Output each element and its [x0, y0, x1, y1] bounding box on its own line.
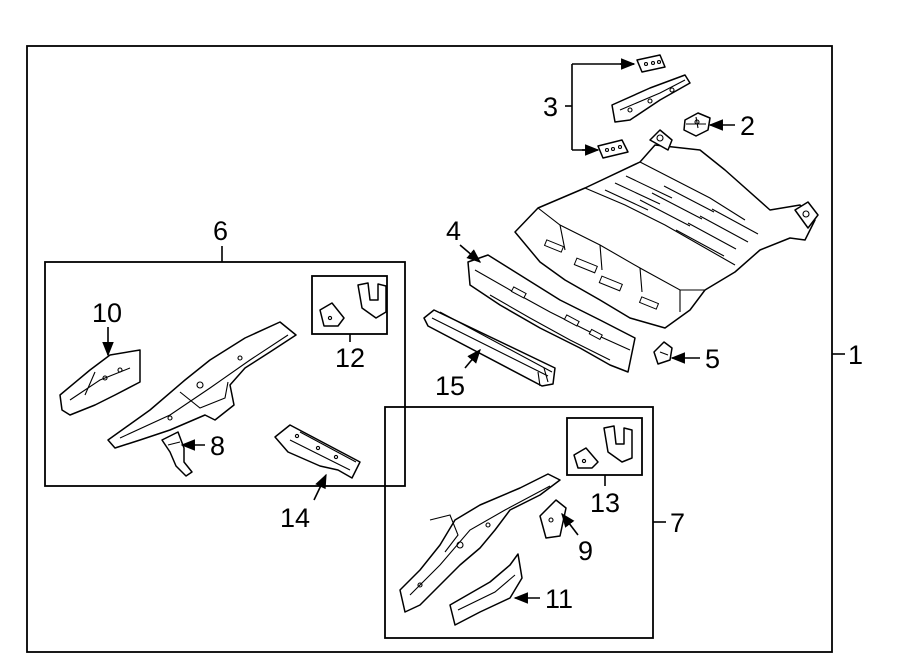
bracket-part-3b — [611, 74, 691, 123]
callout-15: 15 — [435, 371, 465, 401]
rail-part-11 — [449, 553, 523, 626]
bracket-part-5 — [653, 341, 673, 365]
callout-10: 10 — [92, 298, 122, 328]
bracket-part-8 — [161, 431, 193, 477]
callout-6: 6 — [213, 216, 228, 246]
callout-9: 9 — [578, 536, 593, 566]
callout-4: 4 — [446, 216, 461, 246]
bracket-part-2 — [683, 112, 711, 137]
callout-2: 2 — [740, 111, 755, 141]
callout-5: 5 — [705, 344, 720, 374]
rail-part-10 — [59, 349, 141, 416]
callout-11: 11 — [545, 584, 573, 614]
rail-part-6 — [107, 321, 297, 449]
reinforcement-part-15 — [423, 309, 556, 387]
callout-14: 14 — [280, 503, 310, 533]
outer-frame — [26, 45, 833, 653]
callout-7: 7 — [670, 508, 685, 538]
floor-pan-ribs — [604, 175, 759, 257]
floor-pan-part — [514, 129, 819, 329]
rail-part-7 — [399, 473, 561, 613]
crossmember-part-4 — [467, 254, 636, 373]
callout-3: 3 — [543, 92, 558, 122]
bracket-part-3c — [597, 139, 629, 159]
callout-12: 12 — [335, 343, 365, 373]
leader-4 — [459, 244, 482, 263]
group-box-6 — [44, 261, 406, 487]
leader-15 — [464, 348, 481, 369]
leader-9 — [561, 512, 579, 536]
callout-13: 13 — [590, 488, 620, 518]
bracket-part-13 — [573, 425, 633, 469]
callout-1: 1 — [848, 340, 863, 370]
bracket-part-9 — [539, 499, 567, 539]
bracket-part-12 — [319, 282, 387, 327]
bracket-part-3a — [636, 54, 666, 73]
leader-14 — [313, 473, 327, 501]
callout-8: 8 — [210, 431, 225, 461]
bracket-part-14 — [274, 424, 361, 479]
